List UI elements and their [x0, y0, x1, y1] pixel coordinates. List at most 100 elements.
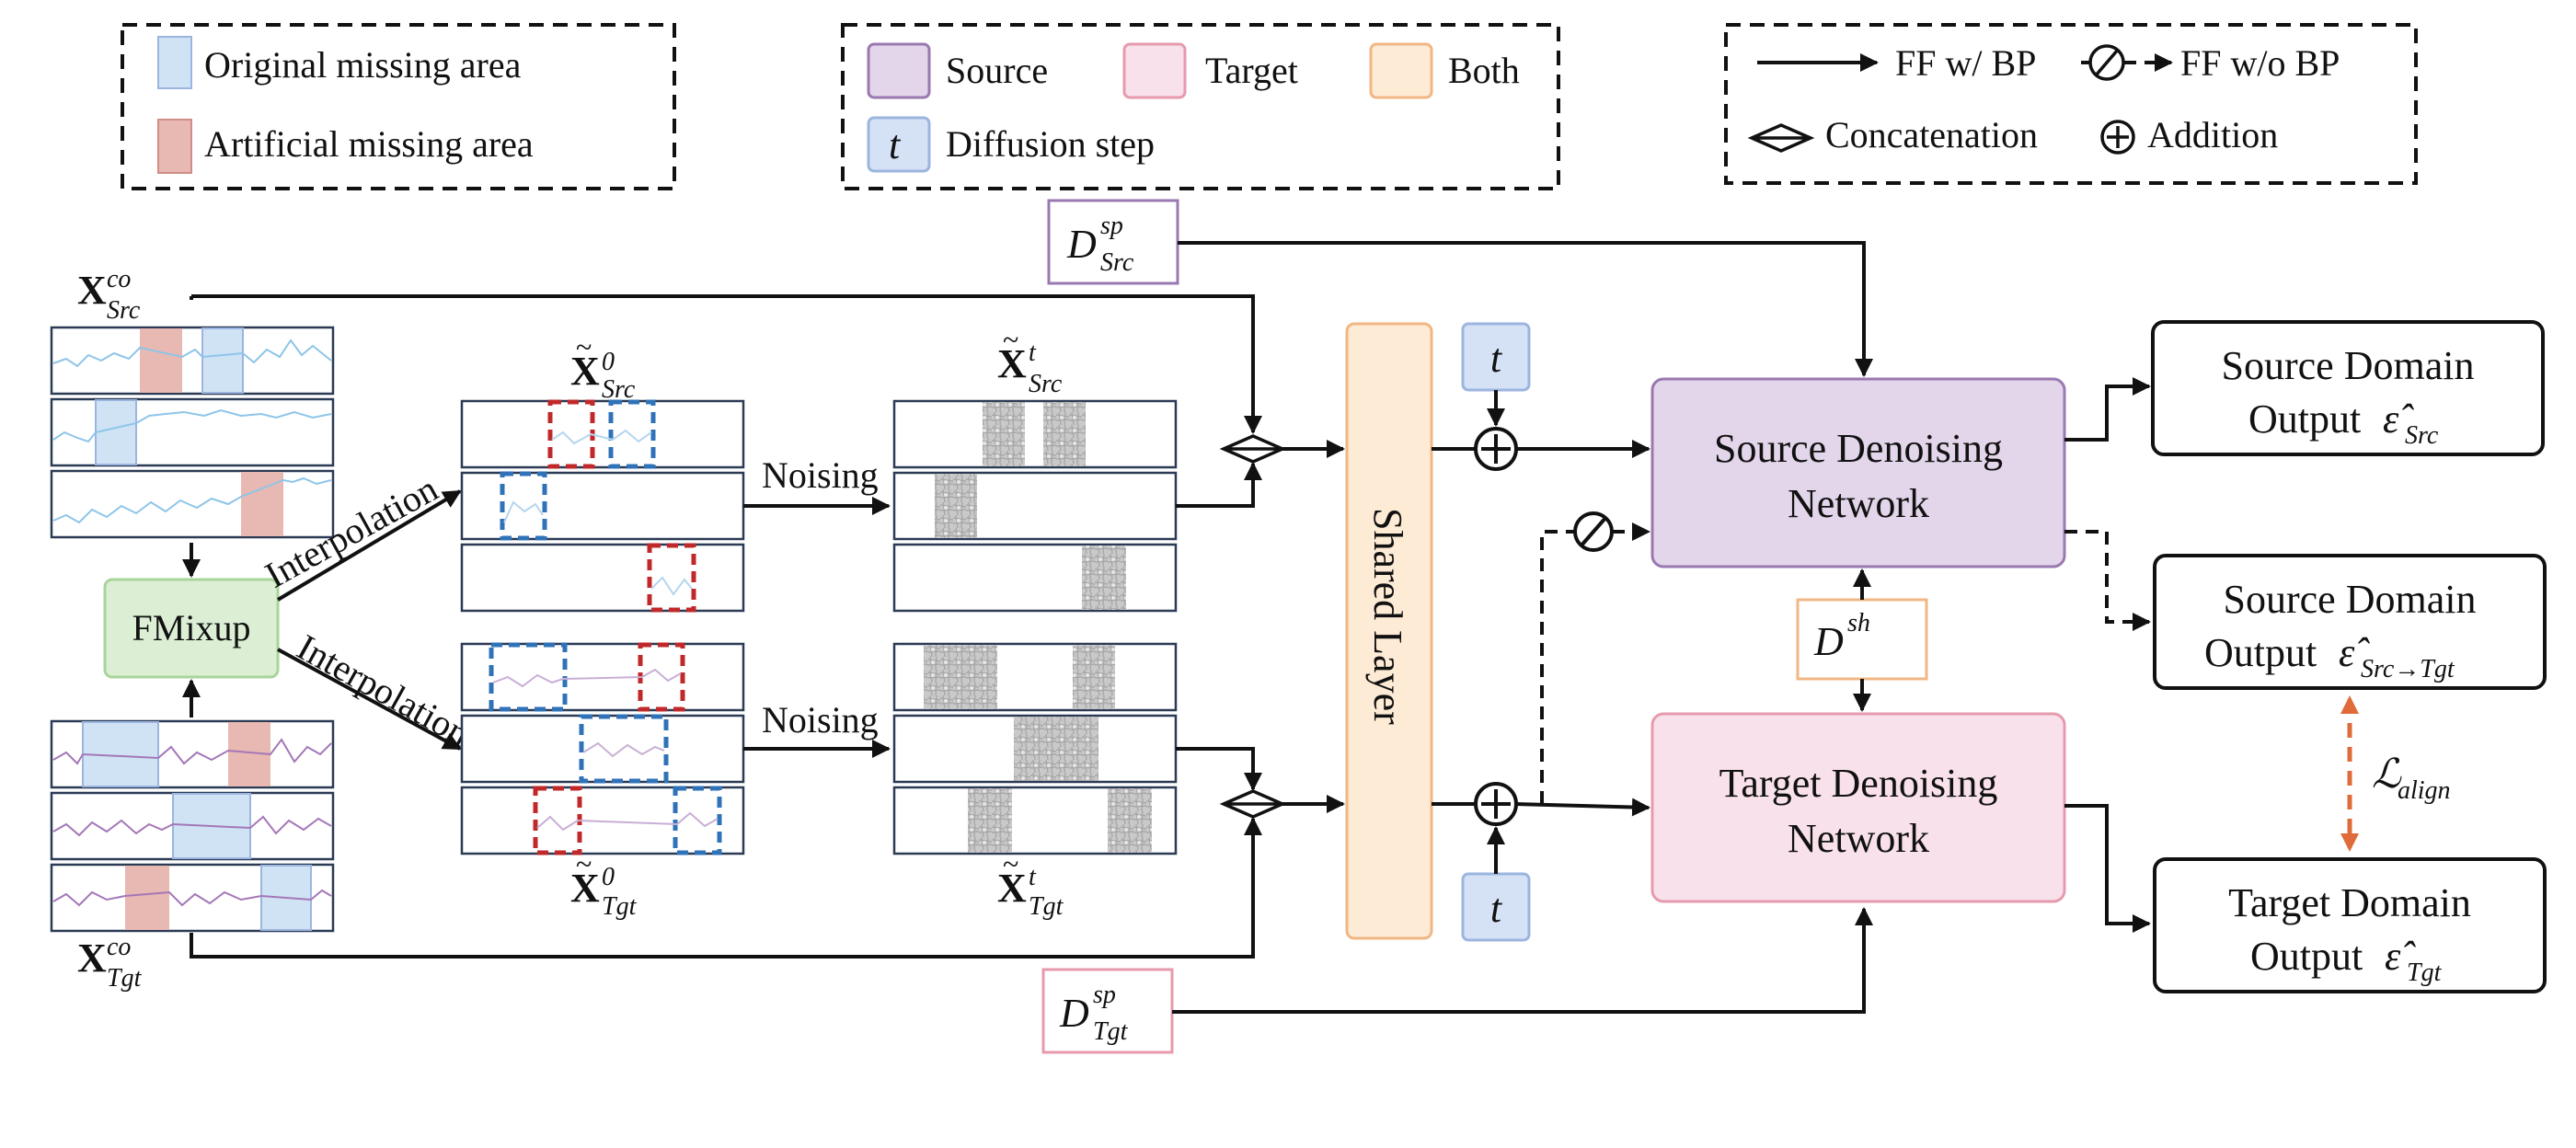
svg-text:Src: Src [1100, 248, 1134, 277]
svg-text:co: co [107, 933, 131, 961]
target-net-line1: Target Denoising [1719, 761, 1998, 806]
ff-no-bp-arrow-icon [2081, 44, 2173, 81]
interp-src-panels [460, 399, 745, 613]
diffusion-step-symbol: t [889, 122, 902, 167]
noised-src-label: X ~ t Src [997, 323, 1063, 398]
svg-text:~: ~ [576, 330, 592, 363]
target-denoising-network [1650, 712, 2066, 903]
concat-top-icon [1219, 434, 1287, 464]
noised-tgt-label: X ~ t Tgt [997, 847, 1064, 921]
out-cross-line1: Source Domain [2224, 577, 2477, 622]
svg-text:X: X [77, 936, 107, 981]
interp-tgt-panels [460, 642, 745, 855]
svg-text:Src: Src [2405, 421, 2439, 450]
svg-text:Tgt: Tgt [1093, 1017, 1129, 1046]
svg-text:~: ~ [576, 847, 592, 880]
interp-tgt-label: X ~ 0 Tgt [570, 847, 638, 921]
align-loss-label: ℒ align [2372, 752, 2451, 805]
t-bottom-label: t [1490, 886, 1503, 931]
noising-top-label: Noising [762, 454, 879, 496]
legend-operations: FF w/ BP FF w/o BP Concatenation Additio… [1724, 23, 2418, 185]
svg-text:Output: Output [2204, 630, 2317, 675]
svg-text:Output: Output [2248, 396, 2361, 442]
out-tgt-line1: Target Domain [2228, 880, 2471, 925]
svg-text:Tgt: Tgt [107, 964, 143, 993]
svg-text:0: 0 [602, 348, 615, 376]
svg-text:ℒ: ℒ [2372, 752, 2402, 797]
shared-layer-box [1345, 322, 1433, 940]
d-sp-src-box [1047, 199, 1179, 285]
fmixup-label: FMixup [132, 607, 251, 649]
svg-text:align: align [2398, 776, 2451, 805]
shared-layer-label: Shared Layer [1365, 508, 1410, 725]
svg-text:X: X [77, 268, 107, 313]
legend-diffusion-step: Diffusion step [946, 123, 1155, 165]
svg-text:~: ~ [1003, 847, 1018, 880]
legend-target: Target [1205, 50, 1298, 91]
legend-both: Both [1448, 50, 1520, 91]
svg-text:Tgt: Tgt [602, 892, 638, 921]
svg-text:sp: sp [1100, 212, 1123, 240]
target-net-line2: Network [1788, 816, 1929, 861]
svg-text:Tgt: Tgt [1029, 892, 1064, 921]
legend-ff-bp: FF w/ BP [1895, 42, 2036, 84]
noised-src-panels [892, 399, 1178, 613]
svg-text:~: ~ [1003, 323, 1018, 356]
add-icon [2100, 120, 2135, 155]
source-swatch [867, 42, 931, 99]
legend-source: Source [946, 50, 1048, 91]
d-sp-src-label: D sp Src [1066, 212, 1134, 277]
source-input-label: X co Src [77, 265, 141, 325]
svg-text:Src: Src [1029, 370, 1063, 398]
svg-text:X: X [570, 866, 600, 911]
svg-text:X: X [997, 866, 1027, 911]
svg-text:D: D [1059, 991, 1089, 1036]
t-top-label: t [1490, 336, 1503, 381]
out-cross-line2: Output ε̂ Src→Tgt [2204, 630, 2455, 683]
concat-icon [1747, 123, 1815, 153]
svg-text:D: D [1813, 619, 1844, 664]
svg-text:sp: sp [1093, 981, 1116, 1009]
fmixup-box [103, 578, 280, 679]
source-net-line2: Network [1788, 481, 1929, 526]
legend-ff-no-bp: FF w/o BP [2180, 42, 2340, 84]
svg-text:co: co [107, 265, 131, 293]
concat-bottom-icon [1219, 789, 1287, 819]
legend-missing: Original missing area Artificial missing… [121, 23, 676, 190]
svg-text:0: 0 [602, 863, 615, 891]
svg-text:t: t [1029, 863, 1037, 891]
source-net-line1: Source Denoising [1714, 426, 2003, 471]
svg-text:Src: Src [107, 296, 141, 325]
legend-artificial-missing: Artificial missing area [204, 123, 534, 165]
svg-text:Src→Tgt: Src→Tgt [2361, 655, 2455, 683]
both-swatch [1369, 42, 1433, 99]
legend-concatenation: Concatenation [1825, 114, 2038, 155]
source-denoising-network [1650, 377, 2066, 568]
source-series-panels [50, 326, 335, 539]
d-sh-label: D sh [1813, 609, 1870, 664]
add-bottom-icon [1474, 782, 1518, 826]
svg-text:D: D [1066, 222, 1097, 267]
diffusion-step-swatch [867, 116, 931, 173]
legend-addition: Addition [2147, 114, 2278, 155]
original-missing-swatch [157, 36, 192, 89]
svg-text:X: X [570, 349, 600, 394]
output-source-box [2151, 320, 2545, 456]
legend-original-missing: Original missing area [204, 44, 522, 86]
svg-text:Output: Output [2250, 934, 2363, 979]
output-target-box [2153, 857, 2547, 993]
out-src-line1: Source Domain [2222, 343, 2475, 388]
target-series-panels [50, 719, 335, 933]
svg-text:X: X [997, 341, 1027, 386]
d-sp-tgt-label: D sp Tgt [1059, 981, 1129, 1046]
legend-domains: Source Target Both t Diffusion step [841, 23, 1560, 190]
svg-text:t: t [1029, 339, 1037, 367]
noising-bottom-label: Noising [762, 699, 879, 740]
d-sh-box [1796, 598, 1928, 681]
output-cross-box [2153, 554, 2547, 690]
add-top-icon [1474, 427, 1518, 471]
target-input-label: X co Tgt [77, 933, 143, 993]
no-bp-icon [1573, 511, 1614, 552]
svg-text:Src: Src [602, 375, 636, 404]
noised-tgt-panels [892, 642, 1178, 855]
